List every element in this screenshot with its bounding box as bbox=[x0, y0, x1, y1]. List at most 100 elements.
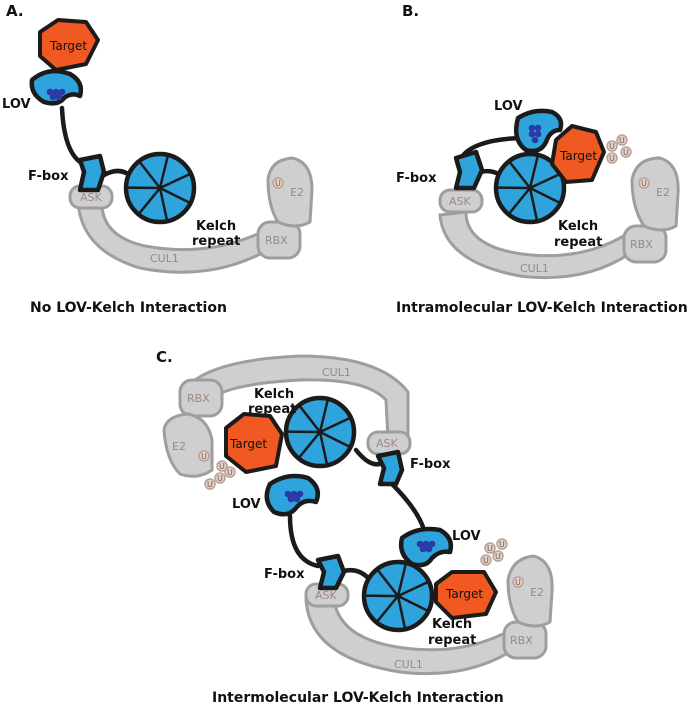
ubiquitin-label: U bbox=[201, 452, 207, 461]
ubiquitin bbox=[638, 177, 650, 189]
target-label: Target bbox=[445, 587, 483, 601]
f-box-label: F-box bbox=[410, 457, 451, 472]
ubiquitin bbox=[216, 460, 228, 472]
fmn-dot bbox=[425, 545, 433, 553]
f-box bbox=[315, 553, 347, 591]
fmn-dot bbox=[58, 88, 66, 96]
cul1-label: CUL1 bbox=[150, 252, 179, 265]
e2-label: E2 bbox=[290, 186, 304, 199]
fmn-dot bbox=[422, 540, 430, 548]
panel-c: C. CUL1 RBX E2 U ASK Kelch repeat F-box … bbox=[156, 348, 554, 706]
ubiquitin-label: U bbox=[227, 468, 233, 477]
bottom-complex: CUL1 ASK RBX E2 U F-box Kelch repeat LOV… bbox=[264, 526, 554, 676]
ubiquitin bbox=[496, 538, 508, 550]
panel-a-caption: No LOV-Kelch Interaction bbox=[30, 300, 227, 316]
fmn-dot bbox=[290, 490, 298, 498]
ask-label: ASK bbox=[376, 437, 399, 450]
ubiquitin bbox=[214, 472, 226, 484]
rbx-label: RBX bbox=[265, 234, 288, 247]
rbx-label: RBX bbox=[187, 392, 210, 405]
target-label: Target bbox=[49, 39, 87, 53]
kelch-repeat bbox=[126, 154, 194, 222]
ask-label: ASK bbox=[449, 195, 472, 208]
f-box-label: F-box bbox=[28, 169, 69, 184]
linker bbox=[287, 513, 321, 569]
f-box bbox=[77, 153, 107, 193]
ubiquitin-label: U bbox=[515, 578, 521, 587]
lov-label: LOV bbox=[232, 497, 261, 512]
kelch-label-line1: Kelch bbox=[254, 387, 294, 402]
lov-label: LOV bbox=[452, 529, 481, 544]
e2-label: E2 bbox=[656, 186, 670, 199]
cul1-label: CUL1 bbox=[322, 366, 351, 379]
panel-b-caption: Intramolecular LOV-Kelch Interaction bbox=[396, 300, 688, 316]
panel-a: A. CUL1 ASK RBX E2 U F-box Kelch repeat … bbox=[2, 2, 314, 316]
ubiquitin bbox=[606, 152, 618, 164]
fmn-dot bbox=[534, 124, 542, 132]
target-label: Target bbox=[559, 149, 597, 163]
ubiquitin-label: U bbox=[219, 462, 225, 471]
panel-a-letter: A. bbox=[6, 2, 24, 20]
ubiquitin-label: U bbox=[275, 179, 281, 188]
ubiquitin-label: U bbox=[487, 544, 493, 553]
fmn-dot bbox=[293, 495, 301, 503]
rbx-label: RBX bbox=[510, 634, 533, 647]
kelch-label-line2: repeat bbox=[192, 234, 240, 249]
e2-label: E2 bbox=[530, 586, 544, 599]
ask-label: ASK bbox=[315, 589, 338, 602]
ubiquitin bbox=[204, 478, 216, 490]
ubiquitin-label: U bbox=[495, 552, 501, 561]
target-protein bbox=[224, 412, 284, 474]
e2-label: E2 bbox=[172, 440, 186, 453]
kelch-label-line2: repeat bbox=[428, 633, 476, 648]
fmn-dot bbox=[528, 130, 536, 138]
fmn-dot bbox=[528, 124, 536, 132]
fmn-dot bbox=[296, 490, 304, 498]
cul1-label: CUL1 bbox=[394, 658, 423, 671]
f-box bbox=[453, 149, 485, 191]
target-label: Target bbox=[229, 437, 267, 451]
fmn-dot bbox=[55, 93, 63, 101]
ubiquitin bbox=[272, 177, 284, 189]
cul1-label: CUL1 bbox=[520, 262, 549, 275]
ubiquitin-label: U bbox=[207, 480, 213, 489]
fmn-dot bbox=[531, 136, 539, 144]
linker bbox=[59, 105, 83, 165]
panel-b: B. CUL1 ASK RBX E2 U F-box Kelch repeat … bbox=[396, 2, 688, 316]
e2-enzyme bbox=[630, 156, 680, 232]
kelch-label-line2: repeat bbox=[554, 235, 602, 250]
ubiquitin-label: U bbox=[499, 540, 505, 549]
kelch-repeat bbox=[364, 562, 432, 630]
fmn-dot bbox=[52, 88, 60, 96]
ubiquitin-label: U bbox=[623, 148, 629, 157]
kelch-label-line1: Kelch bbox=[196, 219, 236, 234]
top-complex: CUL1 RBX E2 U ASK Kelch repeat F-box Tar… bbox=[162, 354, 451, 517]
e2-enzyme bbox=[266, 156, 314, 228]
panel-c-caption: Intermolecular LOV-Kelch Interaction bbox=[212, 690, 504, 706]
fmn-dot bbox=[534, 130, 542, 138]
f-box-label: F-box bbox=[264, 567, 305, 582]
ubiquitin bbox=[616, 134, 628, 146]
ubiquitin bbox=[492, 550, 504, 562]
ubiquitin bbox=[606, 140, 618, 152]
ask-label: ASK bbox=[80, 191, 103, 204]
lov-domain bbox=[29, 68, 84, 106]
panel-c-letter: C. bbox=[156, 348, 173, 366]
ubiquitin-label: U bbox=[483, 556, 489, 565]
target-protein bbox=[38, 18, 100, 72]
ubiquitin bbox=[484, 542, 496, 554]
ubiquitin bbox=[198, 450, 210, 462]
target-protein bbox=[434, 570, 498, 620]
fmn-dot bbox=[419, 545, 427, 553]
ubiquitin-label: U bbox=[217, 474, 223, 483]
ubiquitin bbox=[224, 466, 236, 478]
lov-label: LOV bbox=[494, 99, 523, 114]
fmn-dot bbox=[416, 540, 424, 548]
lov-label: LOV bbox=[2, 97, 31, 112]
f-box-label: F-box bbox=[396, 171, 437, 186]
ubiquitin-label: U bbox=[609, 154, 615, 163]
cul1-scaffold bbox=[183, 354, 410, 442]
linker bbox=[389, 481, 427, 533]
ubiquitin bbox=[620, 146, 632, 158]
